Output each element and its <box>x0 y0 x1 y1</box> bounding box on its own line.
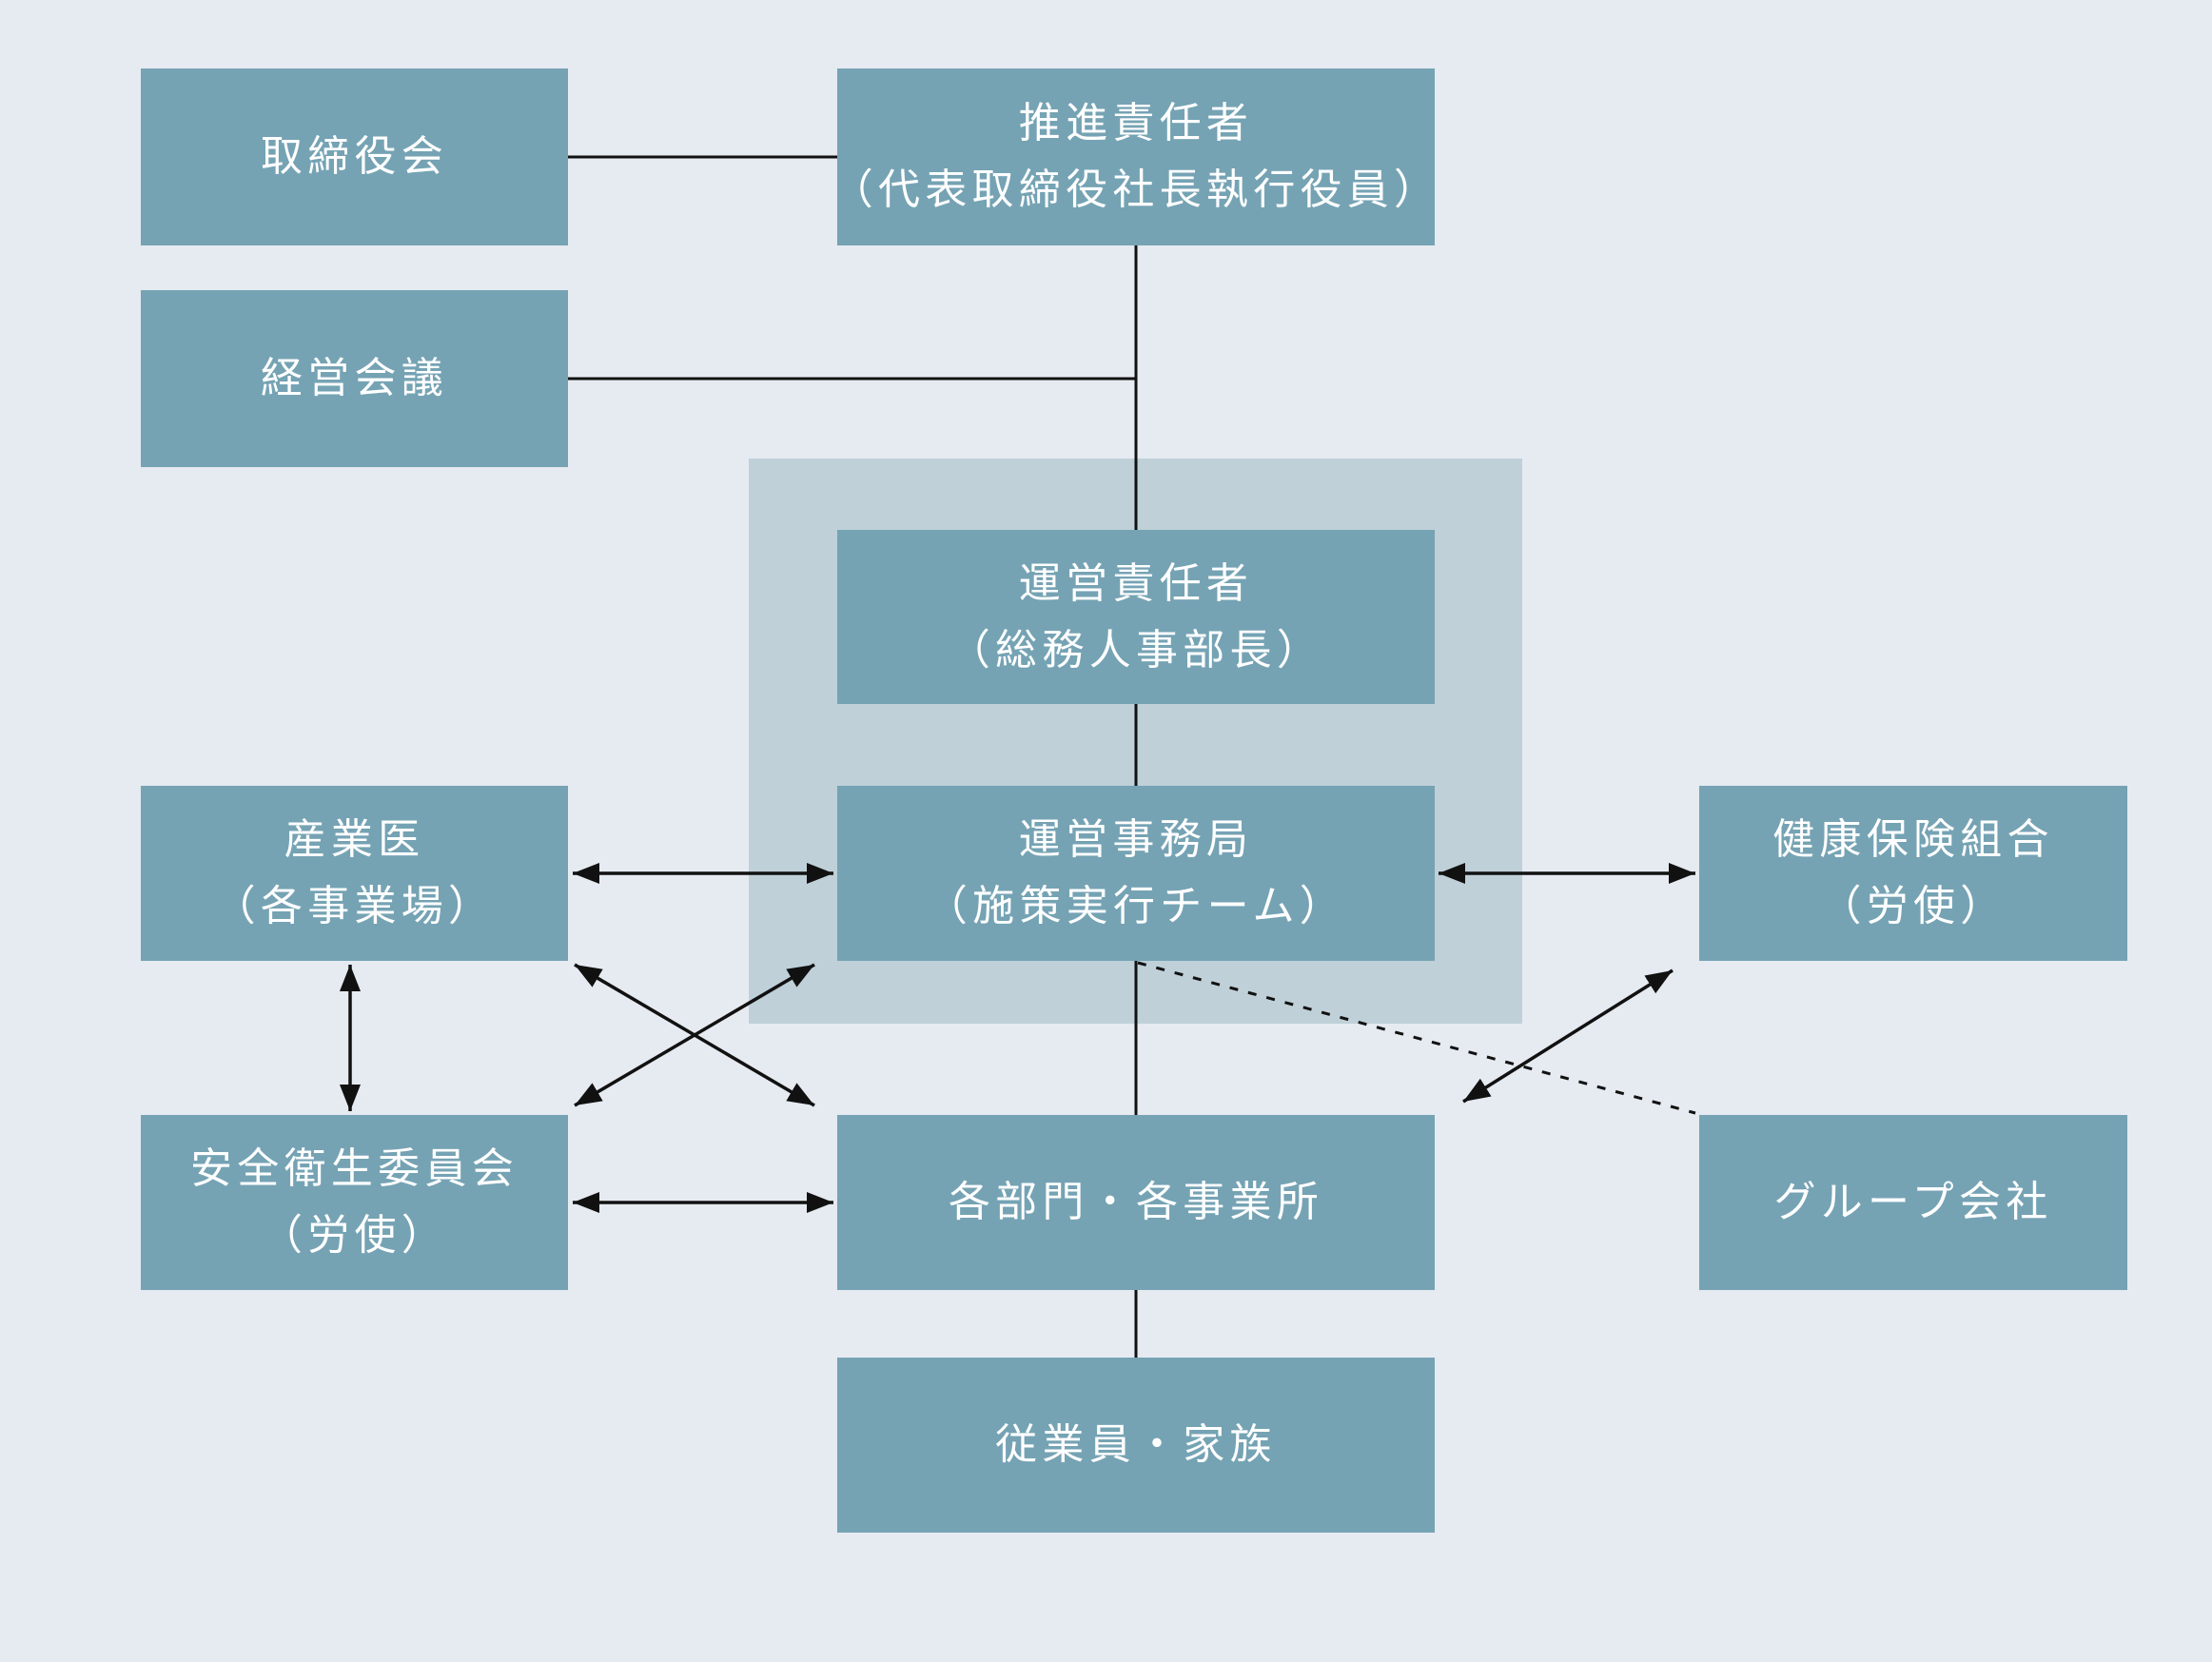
node-health-insurance-union: 健康保険組合 （労使） <box>1699 786 2127 961</box>
node-departments-offices: 各部門・各事業所 <box>837 1115 1435 1290</box>
node-sub-label: （代表取締役社長執行役員） <box>831 166 1441 213</box>
node-sub-label: （施策実行チーム） <box>925 883 1347 929</box>
node-label: 推進責任者 <box>1018 100 1254 147</box>
arrow-departments-insurance-diagonal <box>1462 968 1674 1104</box>
node-label: 従業員・家族 <box>995 1421 1277 1468</box>
node-label: 経営会議 <box>260 355 449 401</box>
node-sub-label: （労使） <box>260 1212 449 1259</box>
dashed-opsoffice-group <box>1137 961 1696 1115</box>
node-label: 各部門・各事業所 <box>948 1179 1324 1225</box>
node-employees-families: 従業員・家族 <box>837 1358 1435 1533</box>
node-safety-health-committee: 安全衛生委員会 （労使） <box>141 1115 568 1290</box>
node-sub-label: （総務人事部長） <box>948 626 1324 674</box>
node-label: 運営事務局 <box>1018 816 1254 863</box>
node-group-companies: グループ会社 <box>1699 1115 2127 1290</box>
node-operations-office: 運営事務局 （施策実行チーム） <box>837 786 1435 961</box>
node-label: 安全衛生委員会 <box>190 1145 519 1192</box>
node-label: 産業医 <box>284 816 425 863</box>
node-label: 運営責任者 <box>1018 559 1254 607</box>
node-label: グループ会社 <box>1773 1179 2053 1225</box>
node-management-meeting: 経営会議 <box>141 290 568 467</box>
node-sub-label: （各事業場） <box>213 883 496 929</box>
node-industrial-physician: 産業医 （各事業場） <box>141 786 568 961</box>
node-operations-manager: 運営責任者 （総務人事部長） <box>837 530 1435 704</box>
node-board-of-directors: 取締役会 <box>141 68 568 245</box>
arrow-safety-opsoffice-diagonal <box>574 963 815 1107</box>
node-promotion-leader: 推進責任者 （代表取締役社長執行役員） <box>832 68 1436 245</box>
node-sub-label: （労使） <box>1819 883 2007 929</box>
node-label: 健康保険組合 <box>1772 816 2054 863</box>
node-label: 取締役会 <box>260 133 449 180</box>
